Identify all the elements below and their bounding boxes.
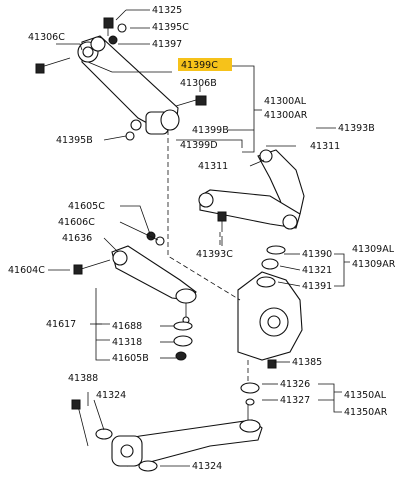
label-41311-left: 41311 — [198, 161, 228, 172]
label-41395c: 41395C — [152, 22, 189, 33]
label-41636: 41636 — [62, 233, 92, 244]
label-41605c: 41605C — [68, 201, 105, 212]
label-41321: 41321 — [302, 265, 332, 276]
label-41397: 41397 — [152, 39, 182, 50]
label-41300al: 41300AL — [264, 96, 307, 107]
label-41399c: 41399C — [181, 60, 218, 71]
label-41393c: 41393C — [196, 249, 233, 260]
label-41388: 41388 — [68, 373, 98, 384]
label-41300ar: 41300AR — [264, 110, 308, 121]
label-41311-right: 41311 — [310, 141, 340, 152]
highlight-41399c — [178, 58, 232, 71]
label-41385: 41385 — [292, 357, 322, 368]
label-41350ar: 41350AR — [344, 407, 388, 418]
label-41306c: 41306C — [28, 32, 65, 43]
label-41325: 41325 — [152, 5, 182, 16]
label-41350al: 41350AL — [344, 390, 387, 401]
label-41399d: 41399D — [180, 140, 218, 151]
label-41309al: 41309AL — [352, 244, 395, 255]
upper-arm-assembly — [35, 17, 207, 141]
part-labels: 41325 41395C 41397 41306C 41399C 41306B … — [8, 5, 396, 472]
label-41326: 41326 — [280, 379, 310, 390]
lower-arm-assembly — [71, 359, 277, 472]
label-41324-top: 41324 — [96, 390, 126, 401]
label-41606c: 41606C — [58, 217, 95, 228]
label-41391: 41391 — [302, 281, 332, 292]
label-41395b: 41395B — [56, 135, 93, 146]
leader-lines — [48, 9, 350, 467]
label-41309ar: 41309AR — [352, 259, 396, 270]
link-arm — [73, 231, 197, 361]
label-41688: 41688 — [112, 321, 142, 332]
label-41327: 41327 — [280, 395, 310, 406]
label-41605b: 41605B — [112, 353, 149, 364]
label-41399b: 41399B — [192, 125, 229, 136]
label-41617: 41617 — [46, 319, 76, 330]
label-41390: 41390 — [302, 249, 332, 260]
label-41324-bottom: 41324 — [192, 461, 222, 472]
knuckle-assembly — [198, 149, 305, 361]
label-41306b: 41306B — [180, 78, 217, 89]
label-41318: 41318 — [112, 337, 142, 348]
label-41393b: 41393B — [338, 123, 375, 134]
label-41604c: 41604C — [8, 265, 45, 276]
